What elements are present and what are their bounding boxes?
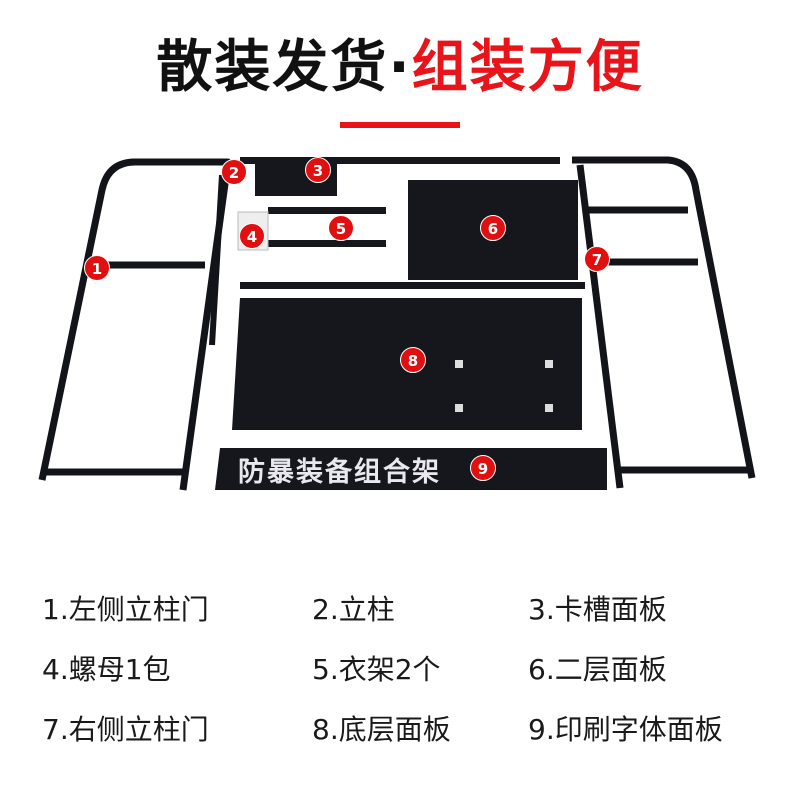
left-door-frame xyxy=(38,158,232,491)
part-label: 3.卡槽面板 xyxy=(528,593,667,626)
hanger-bar xyxy=(268,207,386,214)
badge-7: 7 xyxy=(584,246,610,272)
part-label: 9.印刷字体面板 xyxy=(528,713,723,746)
badge-2: 2 xyxy=(221,159,247,185)
badge-1: 1 xyxy=(84,255,110,281)
headline: 散装发货·组装方便 xyxy=(0,22,800,103)
part-label: 7.右侧立柱门 xyxy=(42,713,209,746)
badge-3: 3 xyxy=(305,157,331,183)
slot-panel-bar xyxy=(240,157,560,164)
bottom-panel-brackets xyxy=(455,360,553,412)
headline-red: 组装方便 xyxy=(411,35,644,100)
part-label: 5.衣架2个 xyxy=(312,653,441,686)
right-door-frame xyxy=(572,156,756,479)
badge-6: 6 xyxy=(480,215,506,241)
post xyxy=(209,174,225,346)
part-label: 6.二层面板 xyxy=(528,653,667,686)
hanger-bar xyxy=(268,240,386,247)
badge-9: 9 xyxy=(470,455,496,481)
printed-panel-text: 防暴装备组合架 xyxy=(238,457,441,488)
part-label: 4.螺母1包 xyxy=(42,653,171,686)
badge-8: 8 xyxy=(400,347,426,373)
title-underline xyxy=(340,122,460,128)
headline-black: 散装发货· xyxy=(156,35,412,100)
part-label: 8.底层面板 xyxy=(312,713,451,746)
badge-5: 5 xyxy=(328,215,354,241)
long-bar xyxy=(240,282,585,289)
badge-4: 4 xyxy=(239,223,265,249)
printed-panel xyxy=(215,448,607,490)
right-door-post xyxy=(576,164,624,489)
part-label: 2.立柱 xyxy=(312,593,395,626)
part-label: 1.左侧立柱门 xyxy=(42,593,209,626)
